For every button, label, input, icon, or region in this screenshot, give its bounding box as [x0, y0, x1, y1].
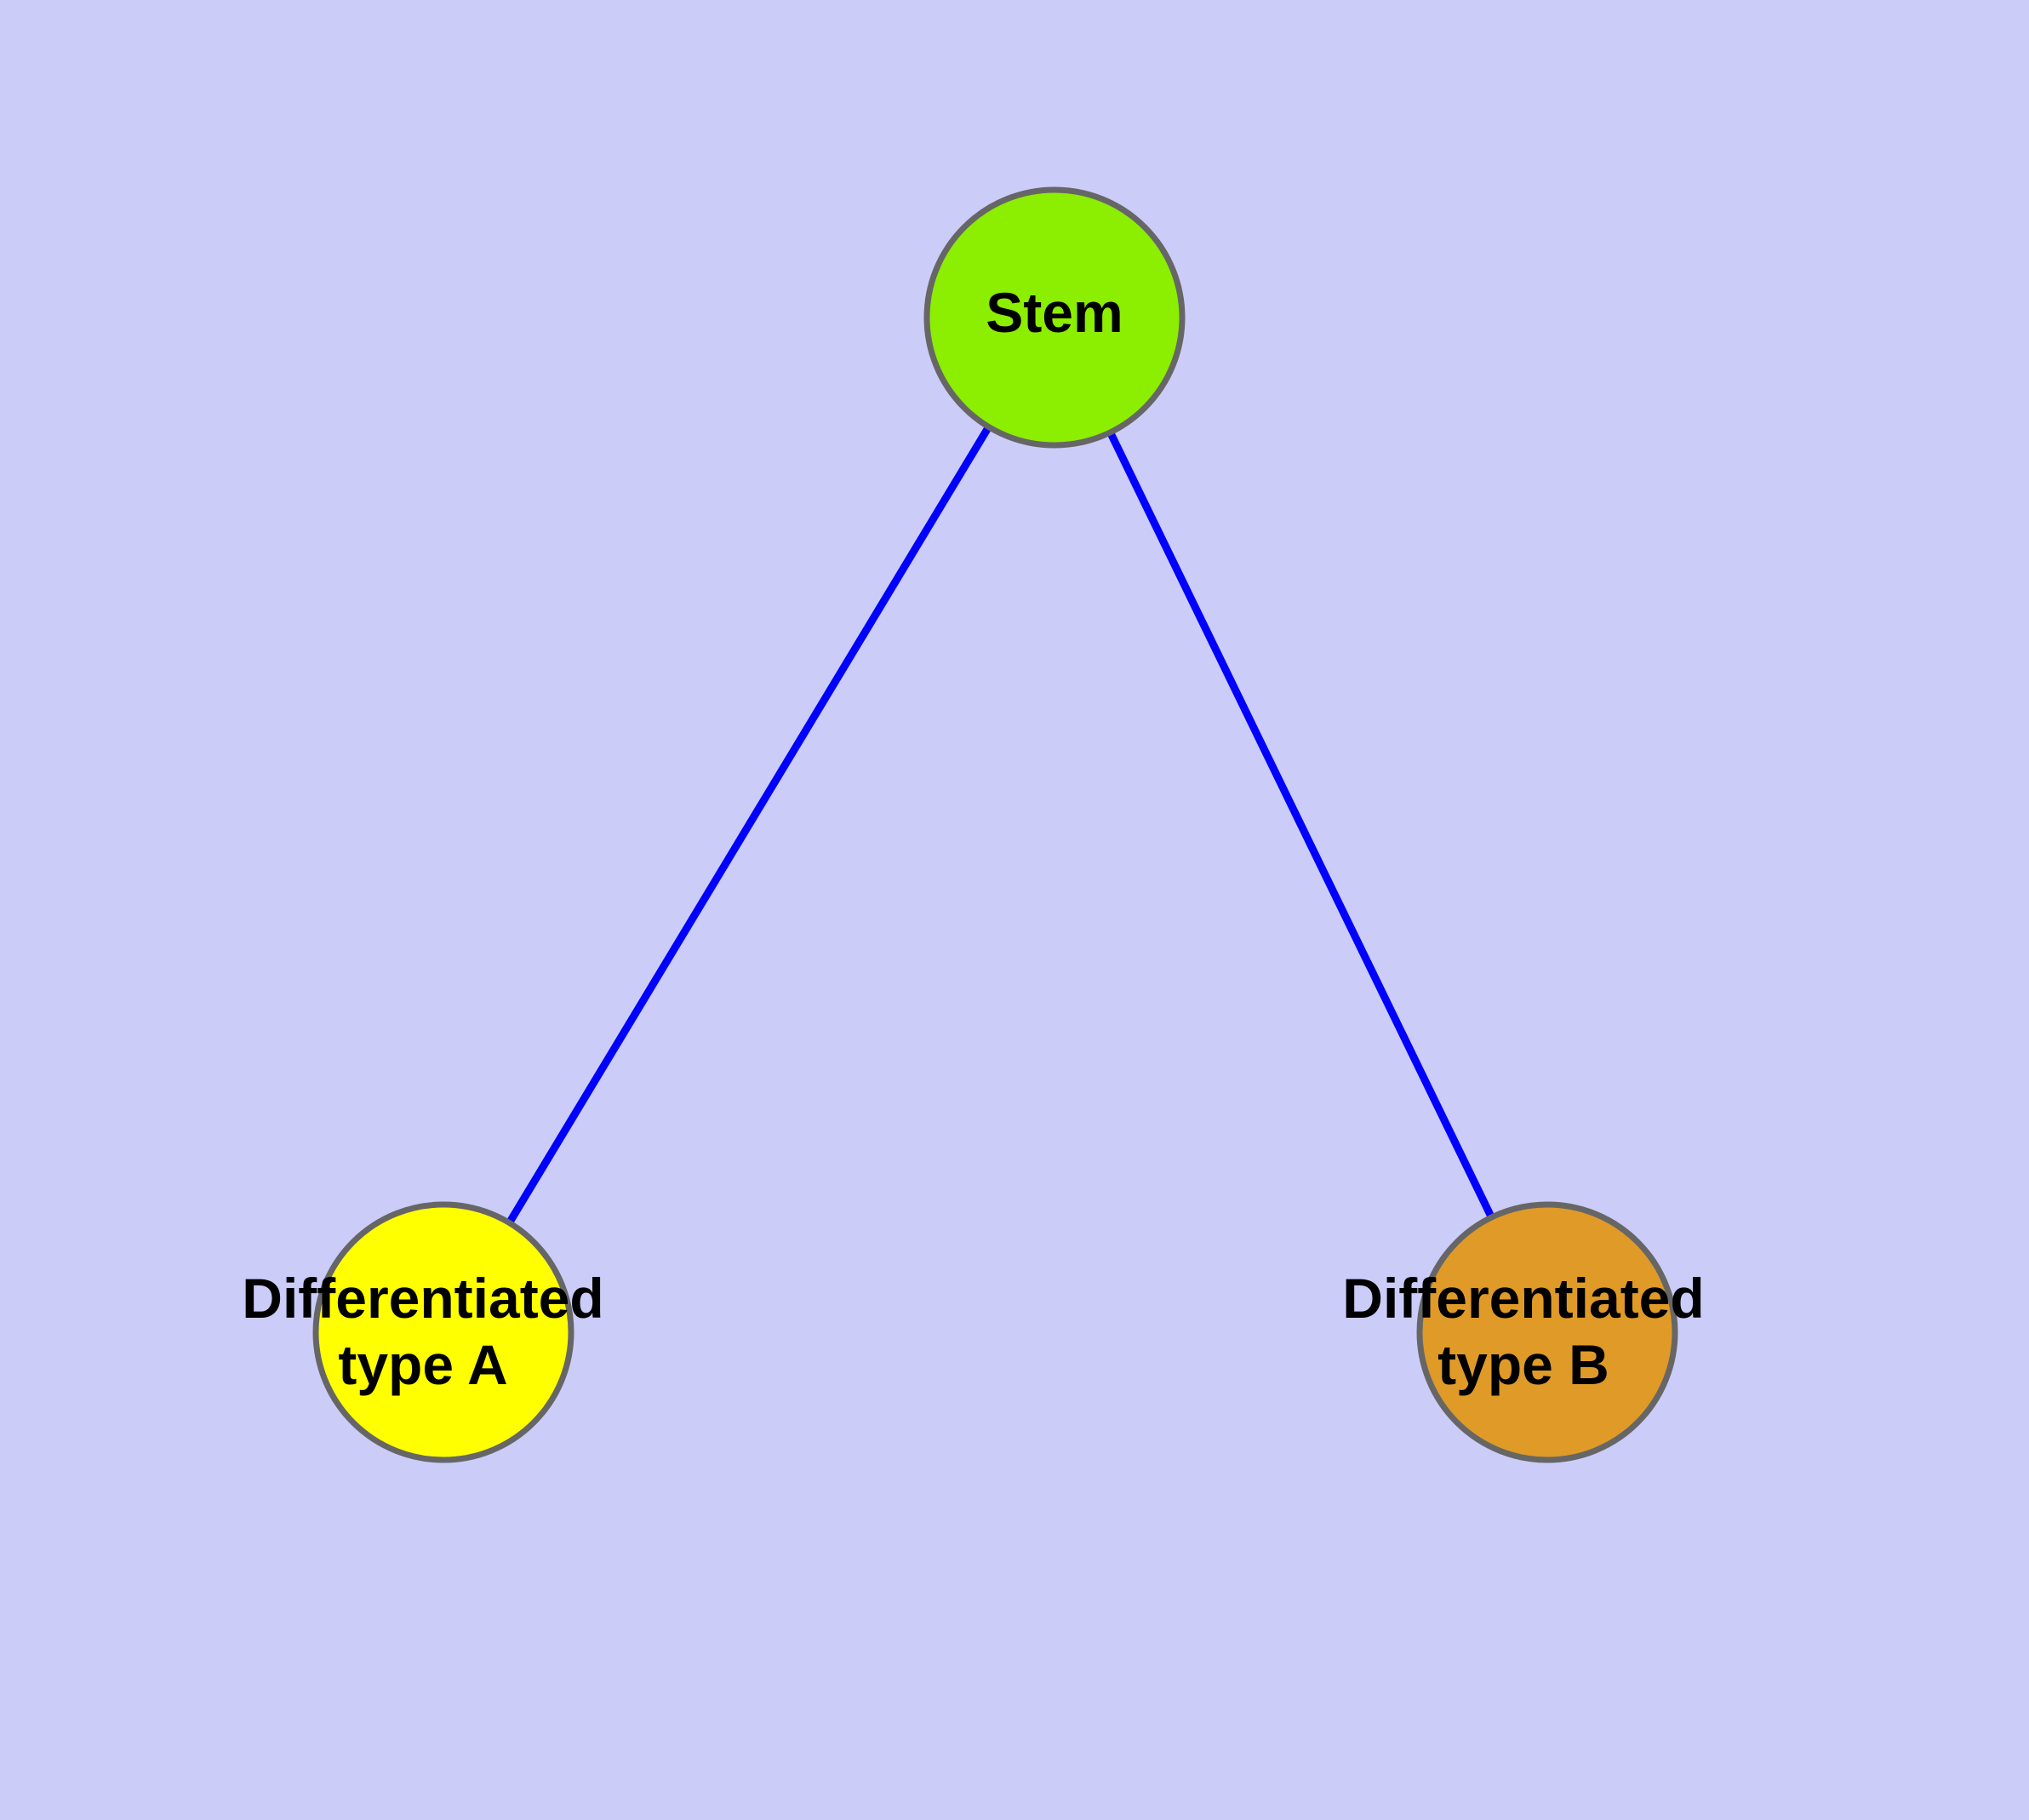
- node-label-line: Differentiated: [242, 1267, 603, 1330]
- node-label-line: Stem: [986, 281, 1123, 344]
- node-label-line: Differentiated: [1342, 1267, 1704, 1330]
- node-label-stem: Stem: [986, 281, 1123, 344]
- edge-stem-to-diff_b[interactable]: [1050, 316, 1552, 1334]
- node-label-line: type B: [1437, 1333, 1609, 1396]
- edge-stem-to-diff_a[interactable]: [440, 315, 1058, 1335]
- node-diff_a[interactable]: [312, 1201, 574, 1463]
- edges-layer: [440, 315, 1552, 1335]
- node-stem[interactable]: [923, 186, 1186, 449]
- node-diff_b[interactable]: [1416, 1201, 1678, 1463]
- nodes-layer: [312, 186, 1678, 1463]
- node-label-line: type A: [338, 1333, 507, 1396]
